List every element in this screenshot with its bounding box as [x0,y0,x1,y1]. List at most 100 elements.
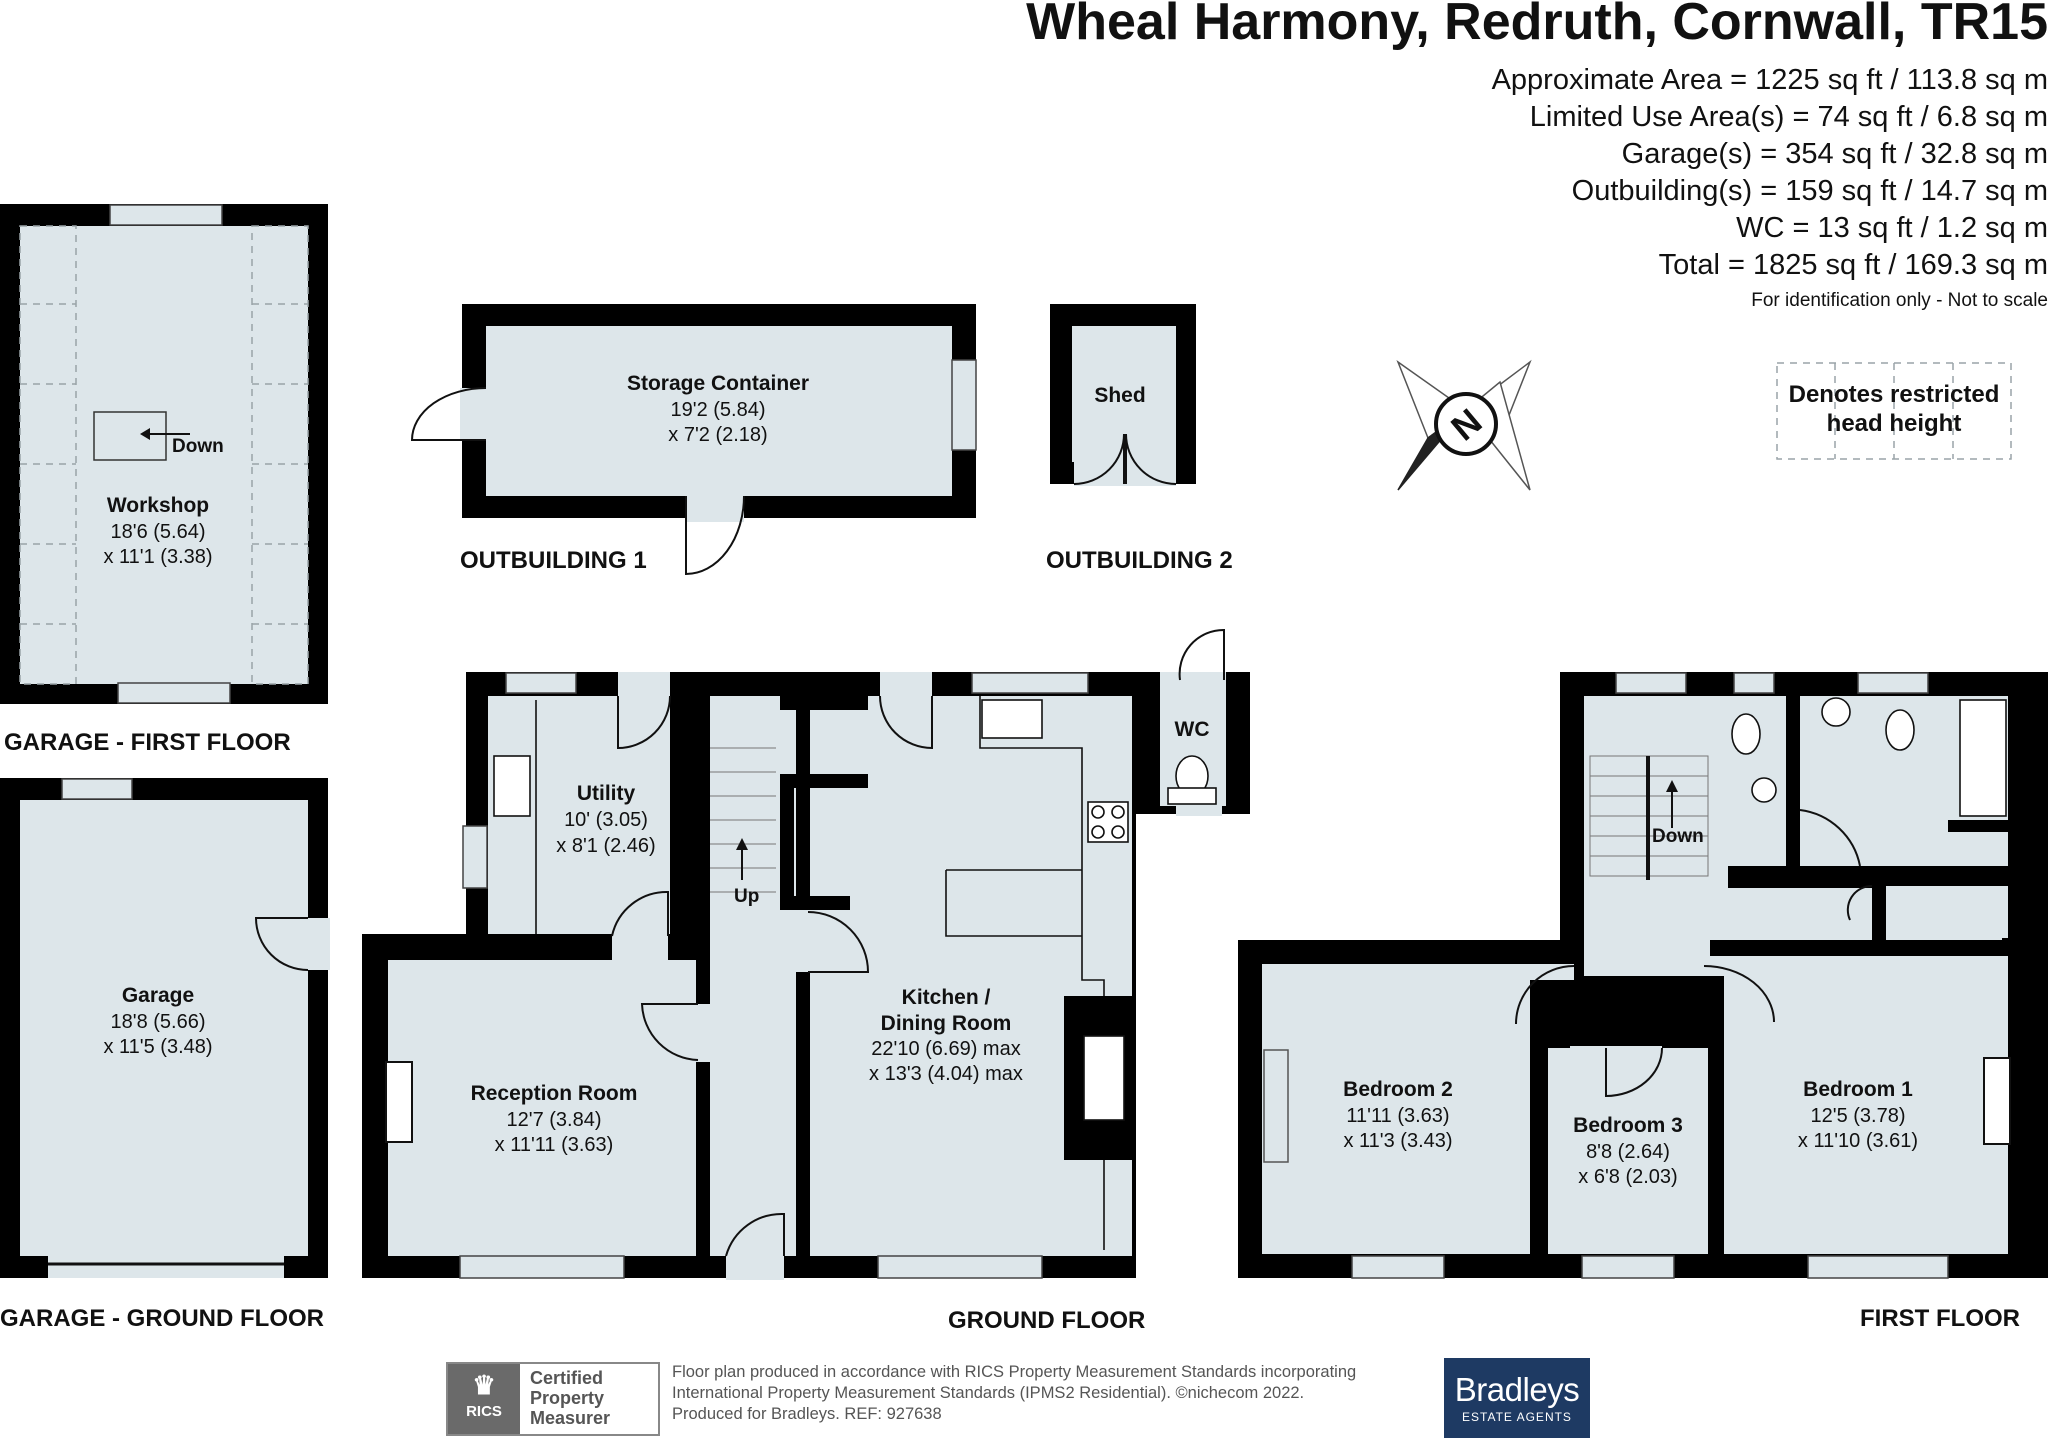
bedroom-1-dim-1: 12'5 (3.78) [1811,1105,1906,1127]
storage-dim-1: 19'2 (5.84) [671,399,766,421]
kitchen-back-door [879,695,933,750]
area-wc: WC = 13 sq ft / 1.2 sq m [1736,212,2048,244]
rics-certified-badge: ♛ RICS Certified Property Measurer [446,1362,660,1436]
bathroom-window [1857,672,1929,694]
legend-line-1: Denotes restricted [1788,381,2000,408]
reception-hall-door [640,1003,699,1061]
stairs-arrow-icon [140,428,150,440]
bedroom-2-wardrobe [1263,1049,1289,1163]
kitchen-window-top [971,672,1089,694]
stairs-up-label: Up [734,886,759,907]
bedroom-2-floor [1262,964,1530,1254]
garage-side-door [254,917,309,971]
garage-window [61,778,133,800]
rics-cert-line-2: Property [530,1388,605,1408]
reception-dim-2: x 11'11 (3.63) [495,1134,614,1156]
area-approximate: Approximate Area = 1225 sq ft / 113.8 sq… [1491,64,2048,96]
floor-label-garage-ground: GARAGE - GROUND FLOOR [0,1305,324,1332]
kitchen-sink-icon [981,699,1043,739]
footer-line-2: International Property Measurement Stand… [672,1384,1305,1402]
wc-door [1178,628,1225,681]
garage-door-opening [48,1256,284,1278]
restricted-height-legend: Denotes restricted head height [1776,380,2012,438]
utility-window-side [462,825,488,889]
footer-line-1: Floor plan produced in accordance with R… [672,1363,1357,1381]
bedroom-3-dim-2: x 6'8 (2.03) [1578,1166,1677,1188]
restricted-height-legend-swatch [1776,362,2012,460]
ground-floor-stairs [710,747,776,893]
bedroom-1-chimney-breast [1983,1057,2011,1145]
workshop-dim-1: 18'6 (5.64) [111,521,206,543]
bedroom-3-window [1581,1255,1675,1279]
rics-cert-line-3: Measurer [530,1408,611,1428]
reception-floor [388,960,698,1256]
page-title: Wheal Harmony, Redruth, Cornwall, TR15 [1026,0,2048,51]
shed-door-right [1125,433,1177,485]
reception-name: Reception Room [471,1082,638,1105]
wc-name: WC [1175,718,1210,741]
bedroom-2-door [1515,965,1575,1025]
rics-cert-text: Certified Property Measurer [530,1368,660,1428]
bedroom-1-dim-2: x 11'10 (3.61) [1798,1130,1918,1152]
bedroom-1-name: Bedroom 1 [1803,1078,1913,1101]
toilet-icon [1885,709,1915,751]
rics-lion-icon: ♛ [472,1370,496,1400]
area-limited-use: Limited Use Area(s) = 74 sq ft / 6.8 sq … [1529,101,2048,133]
bedroom-2-dim-2: x 11'3 (3.43) [1343,1130,1452,1152]
footer-line-3: Produced for Bradleys. REF: 927638 [672,1405,942,1423]
landing-window [1615,672,1687,694]
bedroom-2-window [1351,1255,1445,1279]
disclaimer: For identification only - Not to scale [1751,290,2048,311]
floor-label-outbuilding-1: OUTBUILDING 1 [460,547,647,574]
legend-line-2: head height [1826,410,1962,437]
utility-dim-1: 10' (3.05) [564,809,648,831]
garage-dim-1: 18'8 (5.66) [111,1011,206,1033]
stairs-down-arrow-icon [1666,780,1678,792]
rics-cert-line-1: Certified [530,1368,604,1388]
restricted-height-right [251,225,309,685]
bedroom-1-window [1807,1255,1949,1279]
reception-window [459,1255,625,1279]
kitchen-window-bottom [877,1255,1043,1279]
toilet-2-icon [1731,713,1761,755]
floor-label-garage-first: GARAGE - FIRST FLOOR [4,729,291,756]
kitchen-hall-door [807,911,870,973]
stairs-down-label-workshop: Down [172,436,224,457]
storage-bottom-door [685,495,745,576]
bedroom-1-door [1703,965,1775,1023]
bradleys-logo: Bradleys ESTATE AGENTS [1444,1358,1590,1438]
utility-floor [488,696,670,938]
utility-back-door [617,695,671,750]
workshop-dim-2: x 11'1 (3.38) [103,546,212,568]
utility-name: Utility [577,782,636,805]
storage-left-door [410,387,487,441]
first-floor-stairs [1589,755,1709,880]
cupboard-door [1846,884,1873,921]
ground-floor-plan: Up Utility 10' (3.05) x 8'1 (2.46) Recep… [362,628,1250,1280]
workshop-room: Down Workshop 18'6 (5.64) x 11'1 (3.38) [0,204,328,704]
footer-notes: Floor plan produced in accordance with R… [672,1362,1356,1425]
utility-window-top [505,672,577,694]
stairs-down-label-first: Down [1652,826,1704,847]
floor-label-first: FIRST FLOOR [1860,1305,2020,1332]
kitchen-name-2: Dining Room [881,1012,1012,1035]
floor-label-ground: GROUND FLOOR [948,1307,1145,1334]
shed-door-left [1073,433,1125,485]
garage-room: Garage 18'8 (5.66) x 11'5 (3.48) [0,778,330,1278]
compass-icon: N [1396,359,1532,491]
loft-hatch [93,411,167,461]
area-summary: Approximate Area = 1225 sq ft / 113.8 sq… [1492,62,2048,284]
reception-fireplace [385,1061,413,1143]
bedroom-3-dim-1: 8'8 (2.64) [1586,1141,1670,1163]
shed-room: Shed [1050,304,1196,486]
workshop-window-bottom [117,682,231,704]
floor-label-outbuilding-2: OUTBUILDING 2 [1046,547,1233,574]
shed-name: Shed [1094,384,1145,407]
rics-mark: RICS [466,1403,502,1420]
storage-window [951,359,977,451]
area-total: Total = 1825 sq ft / 169.3 sq m [1658,249,2048,281]
kitchen-name-1: Kitchen / [902,986,991,1009]
storage-name: Storage Container [627,372,809,395]
bedroom-3-name: Bedroom 3 [1573,1114,1683,1137]
reception-dim-1: 12'7 (3.84) [507,1109,602,1131]
